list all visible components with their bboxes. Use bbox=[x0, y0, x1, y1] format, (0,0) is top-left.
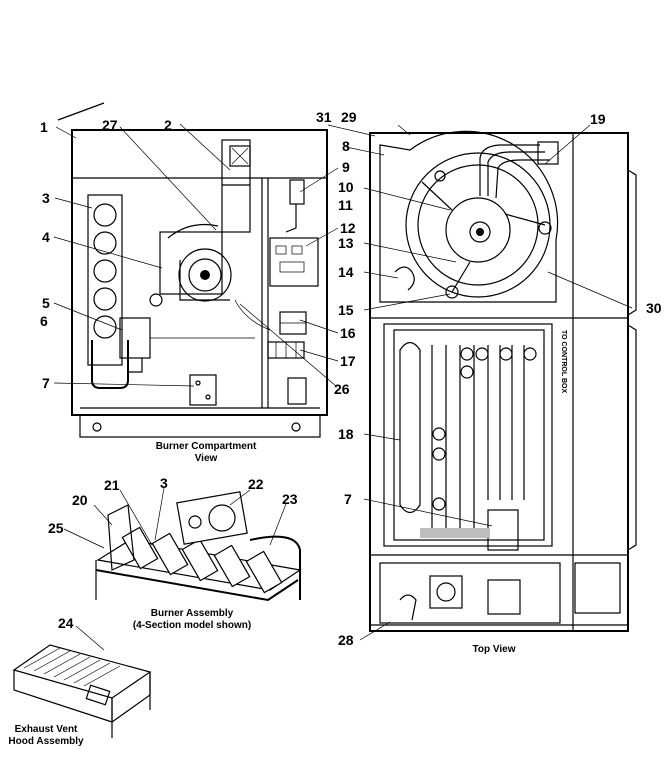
burner-assembly bbox=[95, 491, 302, 602]
callout-31: 31 bbox=[316, 109, 332, 125]
callout-27: 27 bbox=[102, 117, 118, 133]
callout-8: 8 bbox=[342, 138, 350, 154]
callout-13: 13 bbox=[338, 235, 354, 251]
callout-7: 7 bbox=[42, 375, 50, 391]
callout-4: 4 bbox=[42, 229, 50, 245]
callout-14: 14 bbox=[338, 264, 354, 280]
callout-24: 24 bbox=[58, 615, 74, 631]
callout-2: 2 bbox=[164, 117, 172, 133]
top-view bbox=[369, 130, 637, 632]
callout-6: 6 bbox=[40, 313, 48, 329]
callout-18: 18 bbox=[338, 426, 354, 442]
callout-numbers: 1 27 2 3 4 5 6 7 9 12 16 17 26 31 29 8 1… bbox=[40, 109, 662, 648]
callout-12: 12 bbox=[340, 220, 356, 236]
callout-17: 17 bbox=[340, 353, 356, 369]
caption-burner-compartment: Burner Compartment bbox=[156, 441, 257, 452]
callout-5: 5 bbox=[42, 295, 50, 311]
callout-20: 20 bbox=[72, 492, 88, 508]
callout-3: 3 bbox=[42, 190, 50, 206]
caption-to-control-box: TO CONTROL BOX bbox=[560, 330, 567, 393]
burner-compartment-view bbox=[57, 102, 328, 438]
caption-burner-assembly-note: (4-Section model shown) bbox=[133, 620, 251, 631]
callout-19: 19 bbox=[590, 111, 606, 127]
callout-30: 30 bbox=[646, 300, 662, 316]
caption-exhaust-vent: Exhaust Vent bbox=[15, 724, 78, 735]
callout-26: 26 bbox=[334, 381, 350, 397]
captions: Burner Compartment View Burner Assembly … bbox=[8, 330, 567, 747]
callout-9: 9 bbox=[342, 159, 350, 175]
callout-3b: 3 bbox=[160, 475, 168, 491]
caption-top-view: Top View bbox=[473, 644, 516, 655]
callout-10: 10 bbox=[338, 179, 354, 195]
caption-burner-assembly: Burner Assembly bbox=[151, 608, 234, 619]
callout-25: 25 bbox=[48, 520, 64, 536]
caption-burner-compartment-view: View bbox=[195, 453, 218, 464]
exhaust-vent-hood bbox=[12, 644, 152, 738]
callout-7b: 7 bbox=[344, 491, 352, 507]
callout-22: 22 bbox=[248, 476, 264, 492]
leader-lines bbox=[53, 123, 633, 651]
caption-hood-assembly: Hood Assembly bbox=[8, 736, 84, 747]
callout-21: 21 bbox=[104, 477, 120, 493]
callout-16: 16 bbox=[340, 325, 356, 341]
callout-29: 29 bbox=[341, 109, 357, 125]
callout-23: 23 bbox=[282, 491, 298, 507]
callout-1: 1 bbox=[40, 119, 48, 135]
callout-15: 15 bbox=[338, 302, 354, 318]
callout-11: 11 bbox=[338, 197, 353, 213]
callout-28: 28 bbox=[338, 632, 354, 648]
